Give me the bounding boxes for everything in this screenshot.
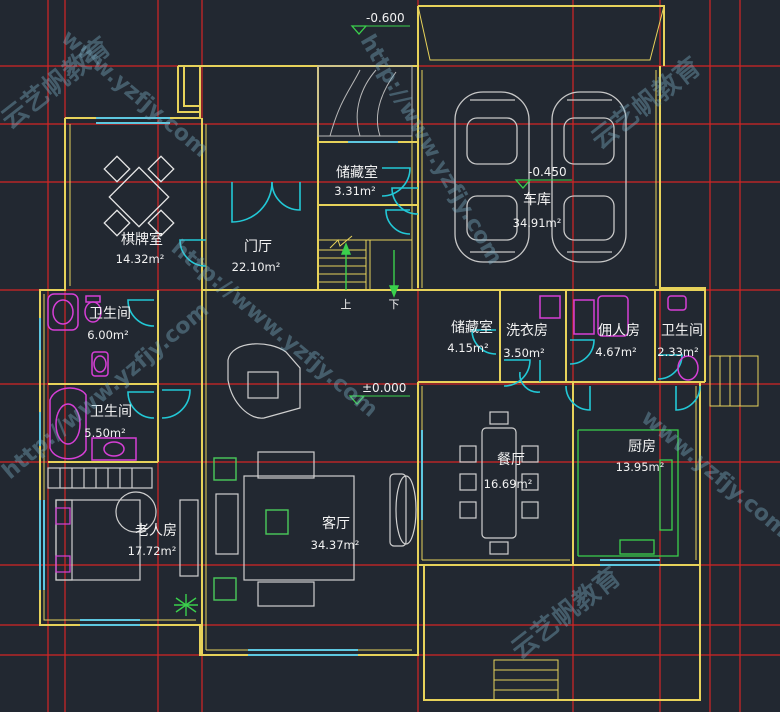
garage-door-frame — [417, 5, 665, 61]
stair-arrows — [340, 242, 400, 298]
room-area-laundry: 3.50m² — [503, 346, 544, 360]
stair-up-label: 上 — [341, 298, 352, 311]
room-area-living: 34.37m² — [311, 538, 360, 552]
doors — [127, 167, 701, 419]
room-name-elder: 老人房 — [135, 523, 177, 539]
dining-table — [459, 411, 539, 555]
stair-down-label: 下 — [389, 298, 400, 311]
watermark-brand-2: 云艺帆教育 — [585, 51, 707, 155]
room-name-kitchen: 厨房 — [628, 439, 656, 455]
room-area-foyer: 22.10m² — [232, 260, 281, 274]
watermark-url-3: http://www.yzfjy.com — [0, 298, 214, 485]
room-area-kitchen: 13.95m² — [616, 460, 665, 474]
room-name-storage2: 储藏室 — [451, 319, 493, 336]
room-name-bath2: 卫生间 — [90, 404, 132, 420]
room-area-bath2: 5.50m² — [84, 426, 125, 440]
watermark-brand-1: 云艺帆教育 — [0, 31, 117, 135]
living-accents — [213, 457, 289, 601]
room-area-garage: 34.91m² — [513, 216, 562, 230]
level-marker-garage: -0.450 — [514, 165, 572, 189]
room-name-servant: 佣人房 — [598, 323, 640, 339]
room-area-storage2: 4.15m² — [447, 341, 488, 355]
room-name-living: 客厅 — [322, 515, 350, 532]
level-marker-floor: ±0.000 — [348, 381, 410, 405]
room-name-bath3: 卫生间 — [661, 323, 703, 339]
watermark-brand-3: 云艺帆教育 — [505, 561, 627, 665]
room-name-laundry: 洗衣房 — [506, 323, 548, 339]
room-name-bath1: 卫生间 — [89, 306, 131, 322]
room-name-garage: 车库 — [523, 191, 551, 208]
room-area-servant: 4.67m² — [595, 345, 636, 359]
room-area-bath3: 2.33m² — [657, 345, 698, 359]
elder-room-accents — [55, 507, 71, 573]
level-entry-label: -0.600 — [366, 11, 405, 25]
room-area-bath1: 6.00m² — [87, 328, 128, 342]
walls — [39, 5, 706, 701]
watermark-domain-2: www.yzfjy.com — [636, 405, 780, 542]
car-right — [551, 91, 627, 263]
windows — [39, 117, 660, 656]
staircase — [317, 239, 413, 291]
room-name-chess: 棋牌室 — [121, 231, 163, 248]
room-area-storage1: 3.31m² — [334, 184, 375, 198]
entry-porch — [317, 65, 413, 137]
kitchen-counter — [577, 429, 679, 557]
room-name-dining: 餐厅 — [497, 452, 525, 468]
room-area-dining: 16.69m² — [484, 477, 533, 491]
plant-icon — [174, 594, 198, 616]
watermark-domain-1: www.yzfjy.com — [56, 25, 213, 162]
room-area-elder: 17.72m² — [128, 544, 177, 558]
stair-break — [329, 235, 353, 249]
car-left — [454, 91, 530, 263]
room-area-chess: 14.32m² — [116, 252, 165, 266]
elder-room-furniture — [47, 467, 199, 581]
level-marker-entry: -0.600 — [350, 11, 410, 35]
chess-table — [103, 155, 175, 237]
steps — [493, 355, 759, 701]
room-name-storage1: 储藏室 — [336, 164, 378, 181]
bath-fixtures — [47, 293, 699, 461]
room-name-foyer: 门厅 — [244, 239, 272, 255]
level-floor-label: ±0.000 — [362, 381, 406, 395]
level-garage-label: -0.450 — [528, 165, 567, 179]
